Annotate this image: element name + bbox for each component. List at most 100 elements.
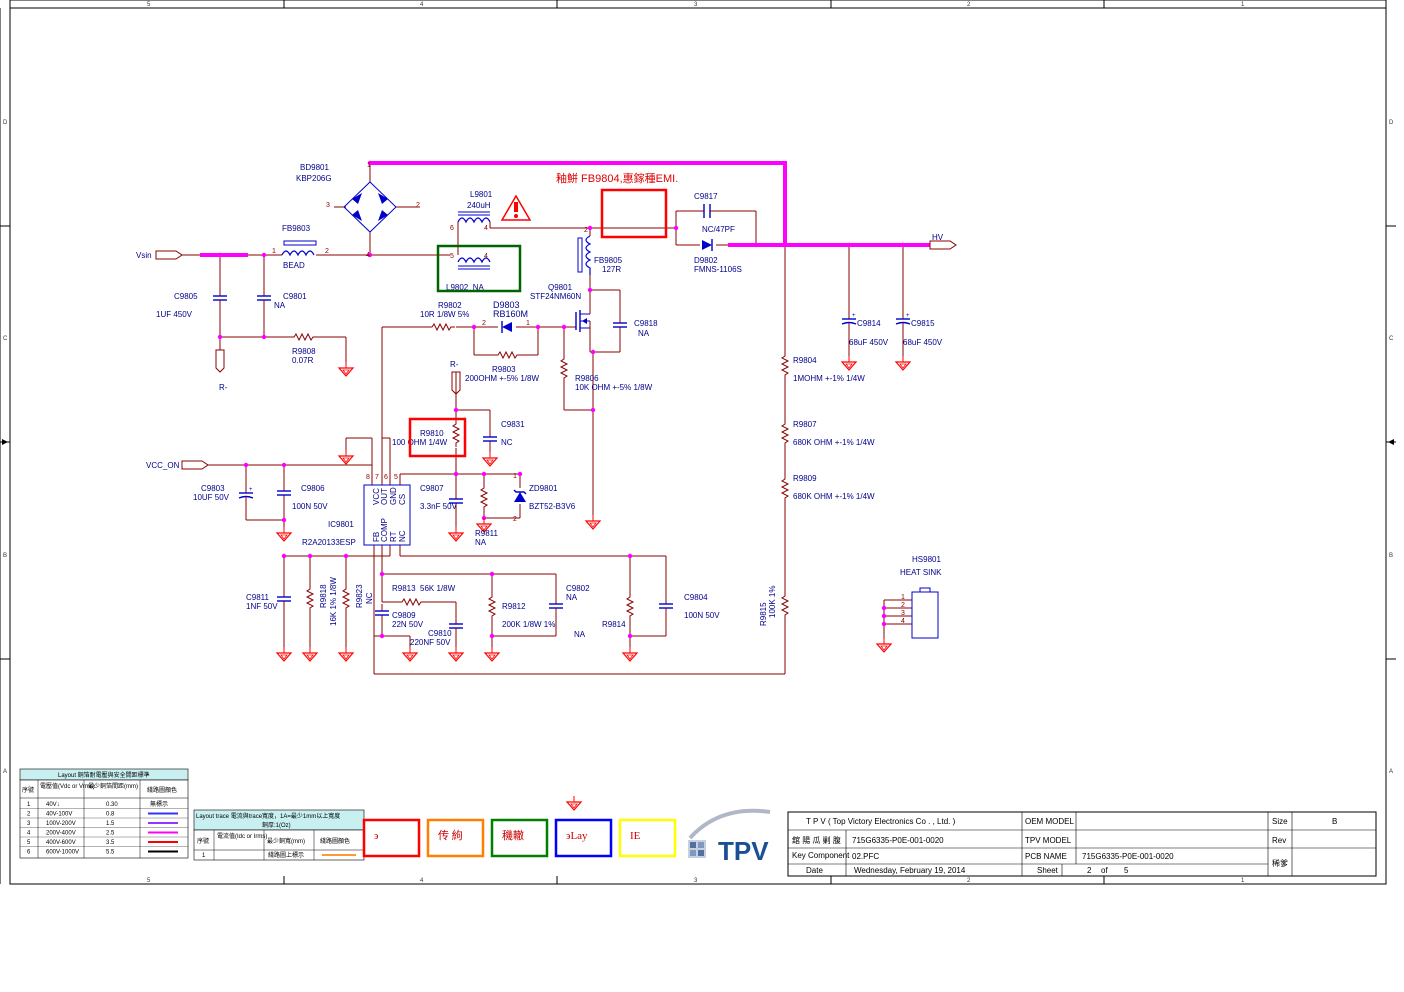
layout-table-title: Layout 銅箔耐電壓與安全間距標準	[58, 771, 150, 779]
r9809-resistor: R9809 680K OHM +-1% 1/4W	[781, 474, 875, 503]
r9813-resistor: R9813 56K 1/8W	[392, 584, 456, 606]
r9802-resistor: R9802 10R 1/8W 5%	[420, 301, 469, 331]
r9815-value: 100K 1%	[768, 586, 777, 618]
r9818-value: 16K 1% 1/8W	[329, 577, 338, 626]
l9802-pin-5: 5	[450, 253, 454, 260]
layout-trace-table: Layout trace 電流與trace寬度，1A=最少1mm以上寬度 銅厚:…	[193, 809, 365, 861]
r9812-resistor: R9812 200K 1/8W 1%	[488, 592, 555, 629]
c9802-ref: C9802	[566, 584, 590, 593]
c9817-ref: C9817	[694, 192, 718, 201]
layout-table-header-1: 電壓值(Vdc or Vrms)	[40, 782, 95, 790]
r9806-resistor: R9806 10K OHM +-5% 1/8W	[560, 354, 653, 392]
zd9801-value: BZT52-B3V6	[529, 502, 576, 511]
zone-top-1: 1	[1241, 2, 1245, 8]
hs9801-pin-4: 4	[901, 618, 905, 625]
zd9801-zener: ZD9801 BZT52-B3V6 1 2	[513, 473, 576, 523]
fb9805-ref: FB9805	[594, 256, 623, 265]
zone-top-5: 5	[147, 2, 151, 8]
c9810-value: 220NF 50V	[410, 638, 451, 647]
hv-port: HV	[929, 233, 957, 250]
r9807-resistor: R9807 680K OHM +-1% 1/4W	[781, 419, 875, 448]
l9801-pin-6: 6	[450, 225, 454, 232]
trace-table-header-3: 綫路圖顏色	[320, 837, 350, 845]
c9806-value: 100N 50V	[292, 502, 328, 511]
l9801-pin-4: 4	[484, 225, 488, 232]
title-pcb-name-label: PCB NAME	[1025, 852, 1067, 861]
title-company: T P V ( Top Victory Electronics Co . , L…	[806, 817, 956, 826]
c9818-capacitor: C9818 NA	[612, 315, 658, 338]
r9811-ref: R9811	[475, 529, 499, 538]
r-minus-label-2: R-	[450, 360, 459, 369]
c9805-capacitor: C9805 1UF 450V	[156, 288, 228, 319]
r9812-value: 200K 1/8W 1%	[502, 620, 555, 629]
r9812-ref: R9812	[502, 602, 526, 611]
r9810-value: 100 OHM 1/4W	[392, 438, 448, 447]
ic-pin-vcc: VCC	[372, 488, 381, 505]
r9814-resistor: R9814 NA	[574, 592, 634, 639]
fb9805-bead: FB9805 127R 2	[577, 227, 623, 275]
bd9801-pin-1: 1	[367, 162, 371, 169]
legend-box	[426, 818, 485, 858]
ic-pin-nc: NC	[398, 530, 407, 542]
r9823-resistor: R9823 NC	[342, 584, 374, 613]
zd9801-pin-2: 2	[513, 516, 517, 523]
c9814-ref: C9814	[857, 319, 881, 328]
l9802-ref: L9802_NA	[446, 283, 484, 292]
c9815-ref: C9815	[911, 319, 935, 328]
c9807-ref: C9807	[420, 484, 444, 493]
r9811-value: NA	[475, 538, 487, 547]
legend-box	[554, 818, 613, 858]
r-minus-label-1: R-	[219, 383, 228, 392]
c9805-ref: C9805	[174, 292, 198, 301]
title-oem-model-label: OEM MODEL	[1025, 817, 1074, 826]
layout-table-cell: 200V-400V	[46, 831, 76, 837]
q9801-value: STF24NM60N	[530, 292, 581, 301]
legend-box	[362, 818, 421, 858]
highlight-fb9804-box	[600, 188, 668, 239]
layout-table-cell: 2	[27, 812, 31, 818]
layout-table-cell: 0.8	[106, 812, 115, 818]
vcc-on-port: VCC_ON	[146, 460, 209, 470]
zone-left-d: D	[3, 120, 8, 126]
layout-table-cell: 5.5	[106, 850, 115, 856]
layout-table-cell: 3	[27, 821, 31, 827]
c9817-value: NC/47PF	[702, 225, 735, 234]
q9801-ref: Q9801	[548, 283, 573, 292]
title-rev-label: Rev	[1272, 836, 1286, 845]
r9807-ref: R9807	[793, 420, 817, 429]
layout-table-cell: 40V↓	[46, 802, 60, 808]
r9808-value: 0.07R	[292, 356, 314, 365]
r9818-ref: R9818	[319, 584, 328, 608]
trace-table-header-2: 最少銅寬(mm)	[267, 837, 305, 845]
c9805-value: 1UF 450V	[156, 310, 193, 319]
c9804-value: 100N 50V	[684, 611, 720, 620]
title-sheet-total: 5	[1124, 866, 1129, 875]
ic-pin-gnd: GND	[389, 487, 398, 505]
legend-box-label: ϶	[374, 830, 379, 842]
trace-table-header-0: 序號	[197, 837, 209, 845]
hs9801-value: HEAT SINK	[900, 568, 942, 577]
r9823-value: NC	[365, 592, 374, 604]
layout-table-cell: 6	[27, 850, 31, 856]
c9806-ref: C9806	[301, 484, 325, 493]
ic-pin-6: 6	[384, 474, 388, 481]
zd9801-ref: ZD9801	[529, 484, 558, 493]
fb9803-pin-2: 2	[325, 248, 329, 255]
l9801-inductor: L9801 240uH 6 4 5 4 L9802_NA	[446, 190, 493, 292]
legend-box	[490, 818, 549, 858]
layout-table-cell: 無標示	[150, 800, 168, 808]
c9804-capacitor: C9804 100N 50V	[658, 593, 720, 620]
c9803-ref: C9803	[201, 484, 225, 493]
zone-top-4: 4	[420, 2, 424, 8]
c9809-value: 22N 50V	[392, 620, 424, 629]
trace-table-title: Layout trace 電流與trace寬度，1A=最少1mm以上寬度	[196, 812, 340, 820]
zone-left-c: C	[3, 336, 8, 342]
fb9803-ref: FB9803	[282, 224, 311, 233]
r9813-value: 56K 1/8W	[420, 584, 456, 593]
r9823-ref: R9823	[355, 584, 364, 608]
l9801-ref: L9801	[470, 190, 493, 199]
c9818-ref: C9818	[634, 319, 658, 328]
ic-pin-7: 7	[375, 474, 379, 481]
r9810-ref: R9810	[420, 429, 444, 438]
